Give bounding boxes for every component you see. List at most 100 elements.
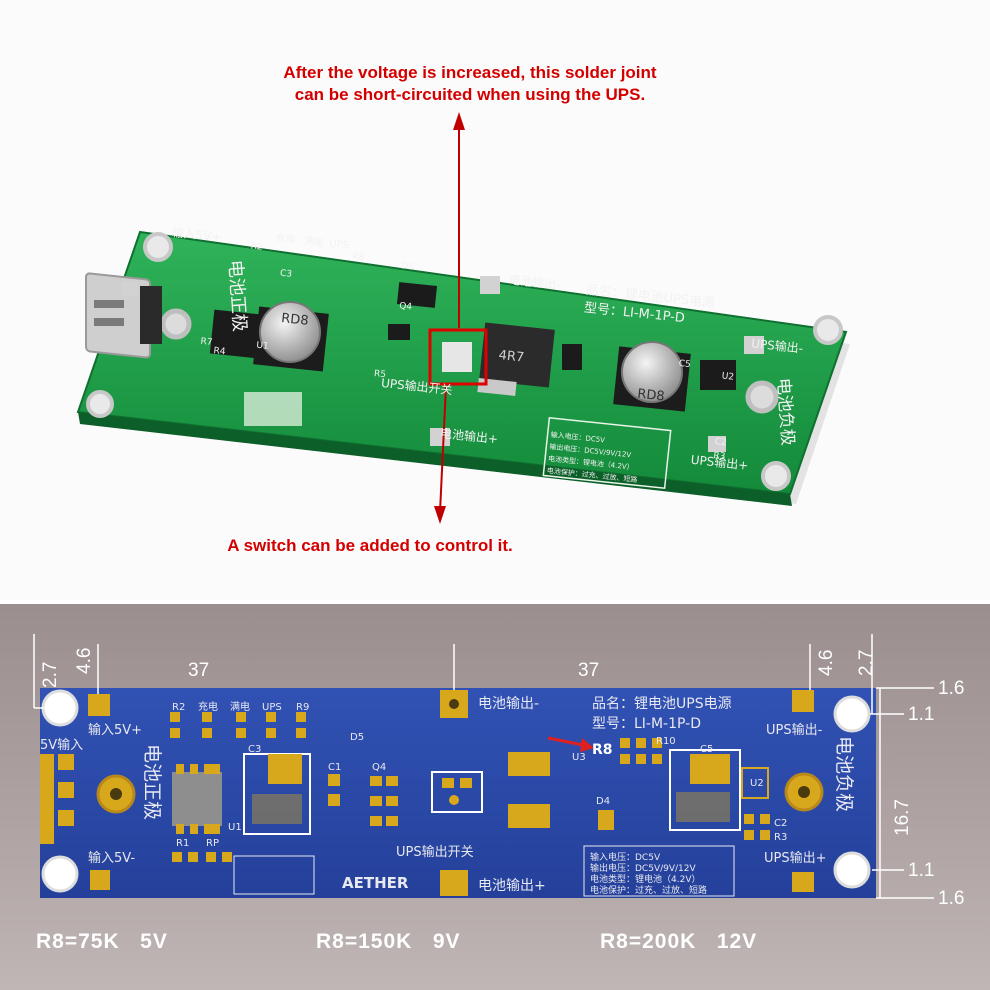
bsilk-ref: RP <box>206 838 219 849</box>
spec-box <box>583 845 735 897</box>
switch-footprint <box>431 771 483 813</box>
solder-pad <box>792 690 814 712</box>
highlight-box <box>428 328 488 386</box>
solder-pad <box>440 870 468 896</box>
bsilk-ref: D4 <box>596 796 610 807</box>
arrow-up-head <box>453 112 465 130</box>
mount-hole <box>813 315 843 345</box>
dim-right-v1: 4.6 <box>816 649 837 676</box>
bsilk-ref: R1 <box>176 838 189 849</box>
ref-label: U1 <box>256 341 269 352</box>
silk-ups-out-plus: UPS输出+ <box>690 452 749 473</box>
bsilk-top-ref: 充电 <box>198 700 218 713</box>
bsilk-ref: C3 <box>248 744 261 755</box>
qr-code <box>244 392 302 426</box>
dim-right-v2: 2.7 <box>856 649 877 676</box>
bsilk-ref: D5 <box>350 732 364 743</box>
silk-ups-out-minus: UPS输出- <box>751 335 804 355</box>
ref-label: R3 <box>713 451 726 462</box>
ref-label: R2 <box>250 241 263 252</box>
dim-left-v2: 4.6 <box>74 647 95 674</box>
bsilk-ref: R3 <box>774 832 787 843</box>
solder-pad <box>90 870 110 890</box>
bsilk-ref: C5 <box>700 744 713 755</box>
silk-battery-out-plus: 电池输出+ <box>439 425 498 446</box>
dim-right-h2: 1.1 <box>908 704 935 725</box>
mount-hole <box>41 855 79 893</box>
r8-value: R8=75K <box>36 930 120 953</box>
bsilk-spec-line1: 输入电压：DC5V <box>590 851 661 863</box>
r8-option-2: R8=150K 9V <box>316 930 461 954</box>
dim-right-h4: 1.1 <box>908 860 935 881</box>
bsilk-ref: Q4 <box>372 762 386 773</box>
r8-option-1: R8=75K 5V <box>36 930 168 954</box>
ref-label: R4 <box>213 346 226 357</box>
ref-label: R8 <box>352 252 365 263</box>
dimension-lines <box>33 634 934 899</box>
dimension-diagram: 输入5V+ 5V输入 输入5V- 电池正极 电池输出- 电池输出+ 品名：锂电池… <box>0 604 990 990</box>
annotation-top: After the voltage is increased, this sol… <box>200 62 740 106</box>
bsilk-top-ref: UPS <box>262 702 282 713</box>
capacitor-footprint <box>669 749 741 831</box>
annotation-top-line1: After the voltage is increased, this sol… <box>283 63 657 82</box>
dim-right-h1: 1.6 <box>938 678 965 699</box>
spec-box <box>542 416 672 490</box>
silk-battery-positive: 电池正极 <box>224 259 250 332</box>
ref-label: R5 <box>373 369 386 380</box>
ref-label: Q4 <box>399 301 413 312</box>
mount-hole <box>745 380 779 414</box>
dim-left-v1: 2.7 <box>40 661 61 688</box>
silk-led-3: UPS <box>329 239 350 252</box>
ref-label: U2 <box>721 371 734 382</box>
bsilk-ups-out-plus: UPS输出+ <box>764 850 827 866</box>
small-pads <box>170 712 770 862</box>
r8-voltage: 12V <box>716 930 758 953</box>
bsilk-ups-switch: UPS输出开关 <box>396 844 474 860</box>
arrow-down-head <box>434 506 446 524</box>
top-board-drawing: 输入5V+ 电池正极 充电 满电 UPS 电池输出- 品名：锂电池UPS电源 型… <box>76 112 850 524</box>
inductor-pad <box>508 804 550 828</box>
bsilk-ref: U2 <box>750 778 764 789</box>
r8-value: R8=200K <box>600 930 697 953</box>
bsilk-spec-line4: 电池保护：过充、过放、短路 <box>590 884 707 896</box>
mount-hole <box>761 461 791 491</box>
transistor <box>562 344 582 370</box>
bsilk-ref: U3 <box>572 752 586 763</box>
silk-battery-out-minus: 电池输出- <box>508 272 562 292</box>
bsilk-product-name: 品名：锂电池UPS电源 <box>592 696 732 712</box>
capacitor-left <box>253 301 329 372</box>
pcb-blue-board <box>40 688 876 898</box>
mount-hole <box>833 851 871 889</box>
r8-value: R8=150K <box>316 930 413 953</box>
bsilk-spec-line3: 电池类型：锂电池（4.2V） <box>590 873 700 885</box>
bsilk-input-5v-minus: 输入5V- <box>88 850 135 866</box>
cap-left-label: RD8 <box>281 311 310 329</box>
silk-input-5v-plus: 输入5V+ <box>171 224 222 244</box>
bsilk-ref: U1 <box>228 822 242 833</box>
bsilk-input-5v: 5V输入 <box>40 737 83 753</box>
mount-hole <box>41 689 79 727</box>
bsilk-ref: R10 <box>656 736 676 747</box>
ic-chip <box>172 772 222 826</box>
silk-battery-negative: 电池负极 <box>773 377 798 446</box>
solder-pad <box>88 694 110 716</box>
r8-option-3: R8=200K 12V <box>600 930 757 954</box>
mount-hole <box>86 390 114 418</box>
solder-pad <box>708 436 726 452</box>
bsilk-battery-positive: 电池正极 <box>141 744 163 820</box>
ic-chip <box>209 309 263 359</box>
top-photo: After the voltage is increased, this sol… <box>76 62 850 555</box>
bsilk-battery-negative: 电池负极 <box>833 736 855 812</box>
ref-label: C2 <box>714 437 727 448</box>
solder-pad <box>430 428 450 446</box>
bsilk-input-5v-plus: 输入5V+ <box>88 722 142 738</box>
dim-top-mid-right: 37 <box>578 660 600 681</box>
annotation-top-line2: can be short-circuited when using the UP… <box>294 85 646 104</box>
solder-pad <box>40 754 54 844</box>
ref-label: C5 <box>678 359 691 370</box>
ref-label: D5 <box>401 261 415 272</box>
diode <box>396 282 438 308</box>
inductor-label: 4R7 <box>498 348 525 366</box>
bsilk-top-ref: R9 <box>296 702 309 713</box>
inductor-pad <box>508 752 550 776</box>
